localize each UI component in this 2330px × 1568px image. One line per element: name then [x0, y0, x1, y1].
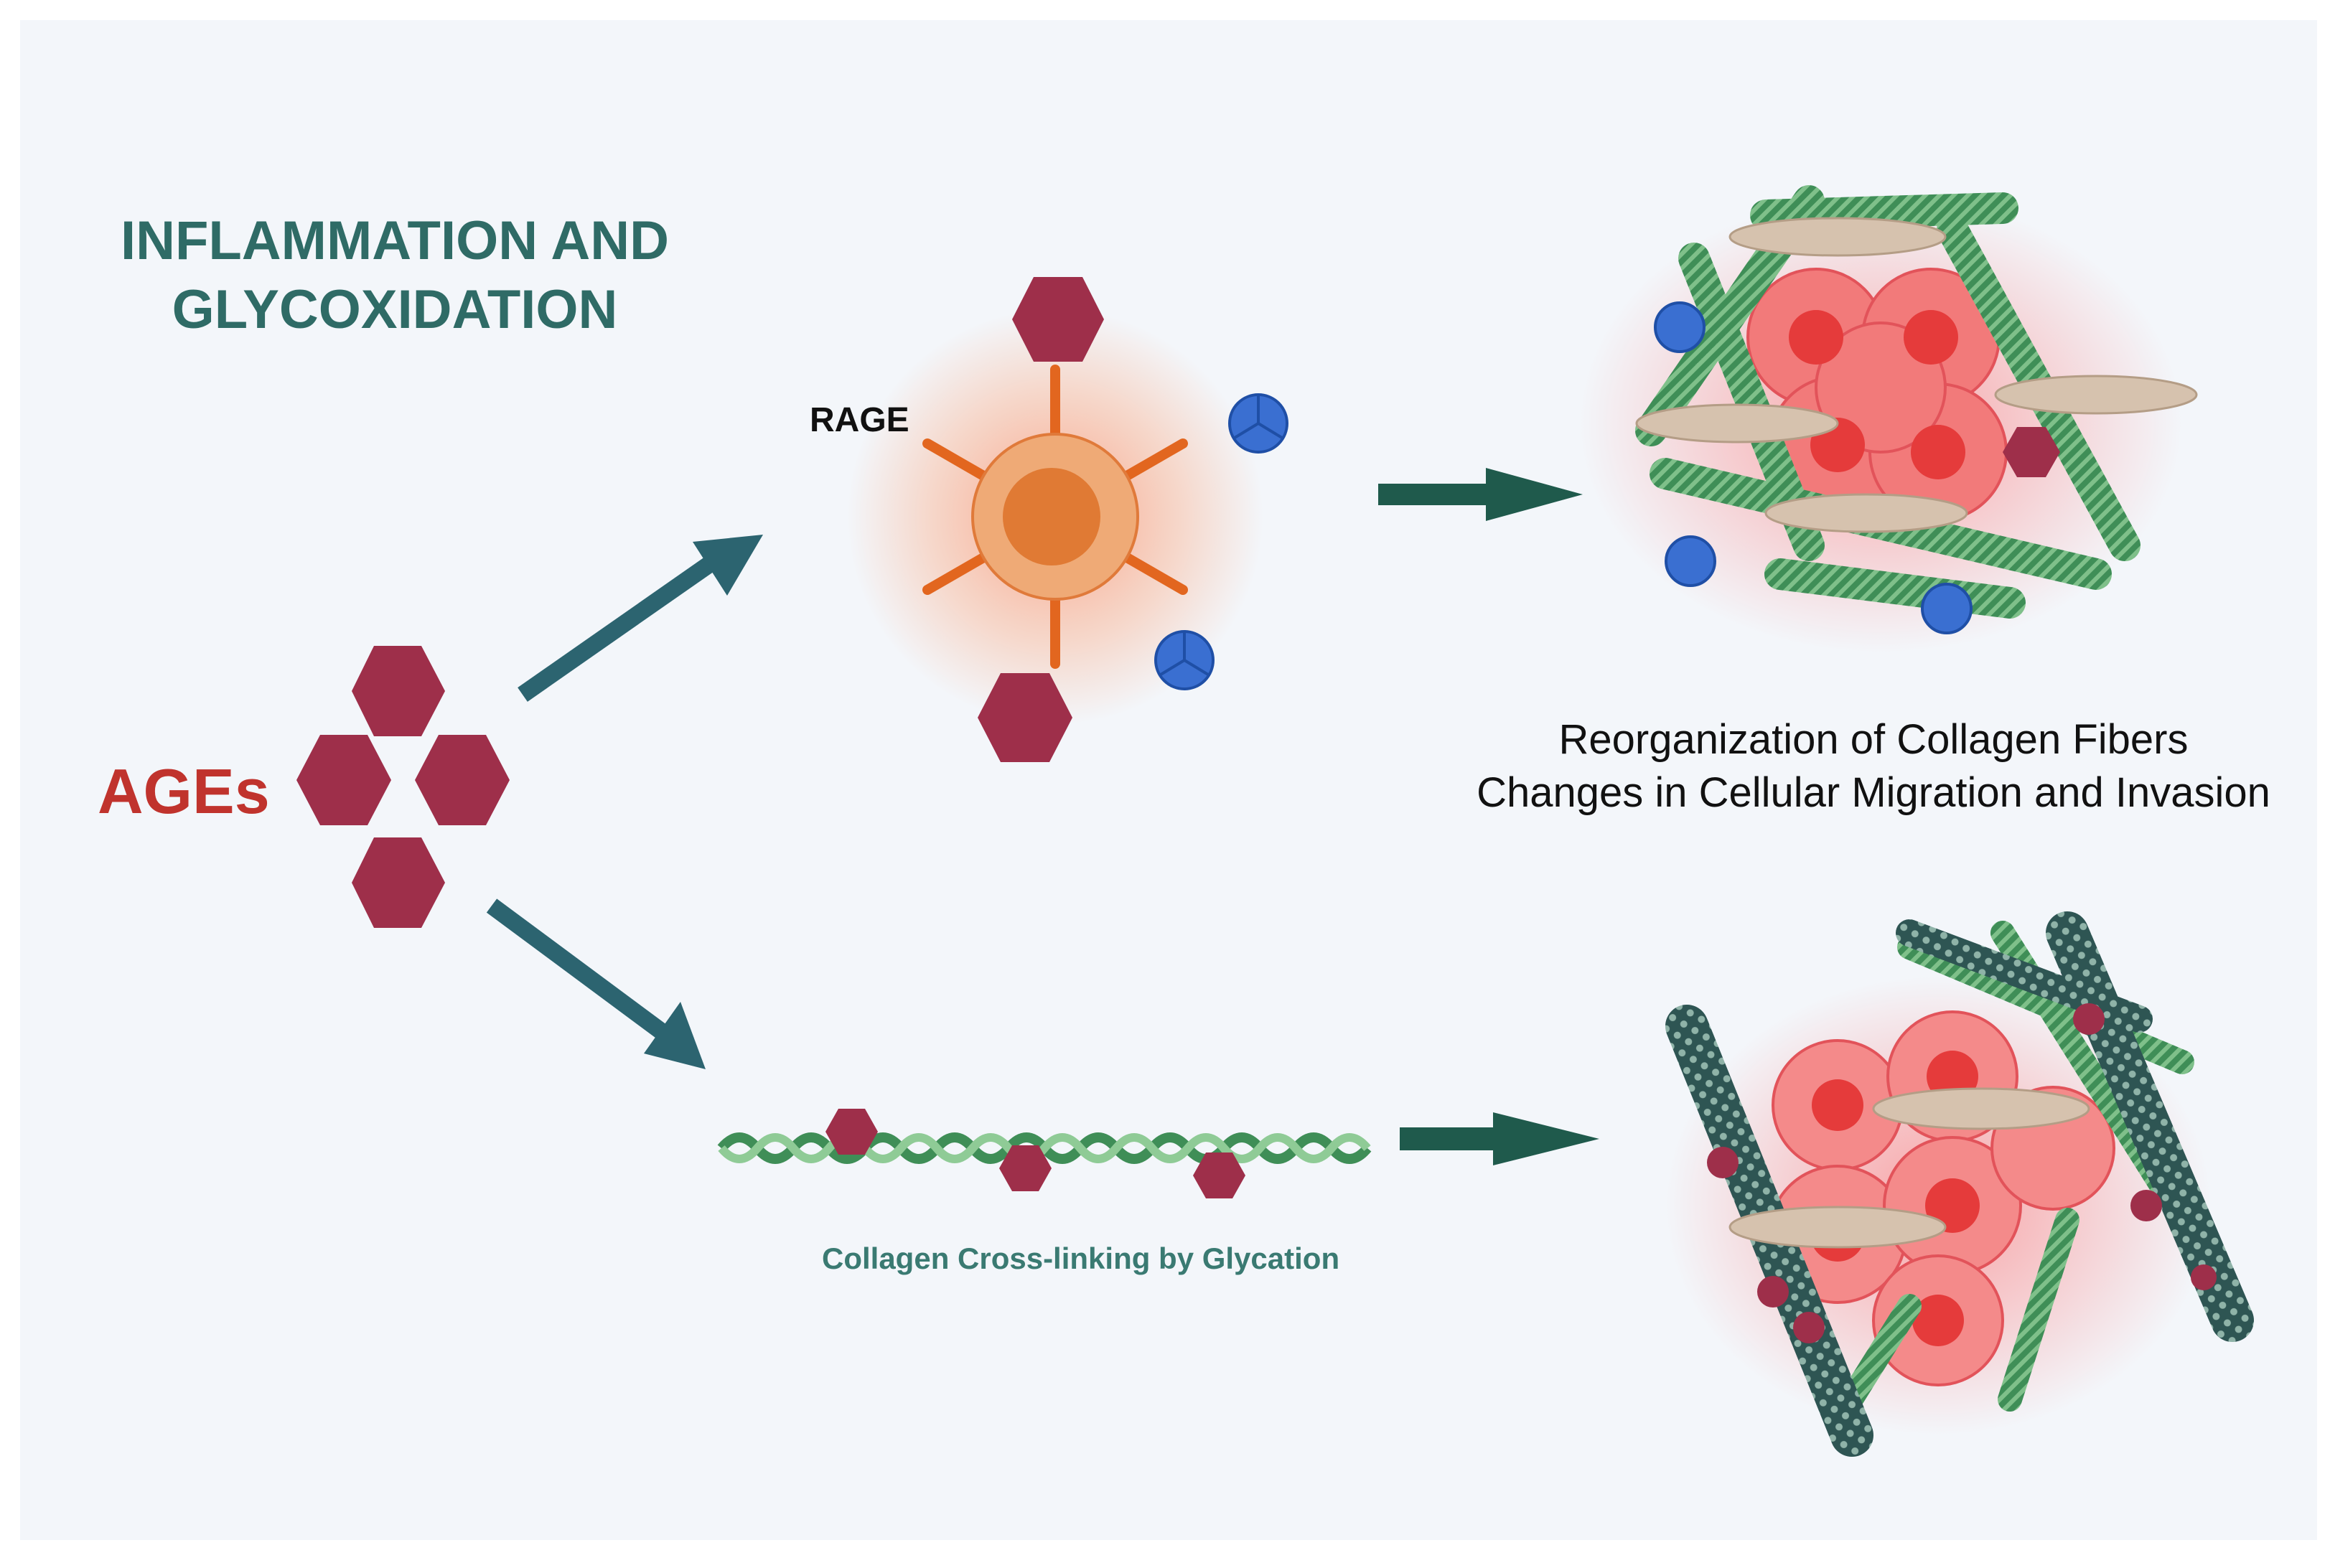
fibroblasts	[1728, 1087, 2090, 1249]
age-hexagon	[352, 837, 445, 928]
outcome-caption-line-1: Reorganization of Collagen Fibers	[1558, 716, 2189, 763]
collagen-helix	[717, 1109, 1372, 1198]
age-hexagon-bound-top	[1012, 277, 1104, 362]
blue-molecule	[1154, 630, 1215, 690]
age-hexagon	[352, 646, 445, 736]
age-hexagon-crosslink	[1193, 1152, 1245, 1198]
tumor-crosslinked-collagen	[1665, 911, 2254, 1457]
arrow-to-crosslinking	[486, 898, 706, 1069]
blue-molecule	[1228, 393, 1288, 454]
arrow-to-reorganization	[1378, 468, 1583, 521]
age-hexagon-crosslink	[825, 1109, 878, 1155]
age-hexagon	[296, 735, 391, 825]
outcome-caption: Reorganization of Collagen Fibers Change…	[1428, 713, 2319, 820]
tumor-reorganized-collagen	[1579, 185, 2198, 653]
arrow-to-rage	[518, 535, 763, 702]
rage-cell	[847, 309, 1263, 725]
outcome-caption-line-2: Changes in Cellular Migration and Invasi…	[1477, 769, 2270, 816]
age-hexagon-crosslink	[999, 1145, 1052, 1191]
rage-label: RAGE	[810, 401, 909, 439]
arrow-to-crosslinked-tumor	[1400, 1112, 1599, 1165]
rage-receptors	[922, 365, 1188, 669]
section-title-line-2: GLYCOXIDATION	[172, 279, 618, 340]
blue-molecule	[1654, 301, 1973, 634]
age-hexagon-embedded	[2003, 427, 2060, 477]
age-hexagon-bound-bottom	[978, 673, 1072, 762]
section-title: INFLAMMATION AND GLYCOXIDATION	[108, 207, 682, 344]
section-title-line-1: INFLAMMATION AND	[120, 210, 670, 271]
ages-cluster	[296, 646, 510, 928]
age-hexagon-embedded	[1707, 1003, 2217, 1343]
ages-label: AGEs	[98, 756, 270, 827]
fibroblasts	[1635, 217, 2198, 533]
age-hexagon	[415, 735, 510, 825]
crosslinking-caption: Collagen Cross-linking by Glycation	[822, 1241, 1340, 1275]
